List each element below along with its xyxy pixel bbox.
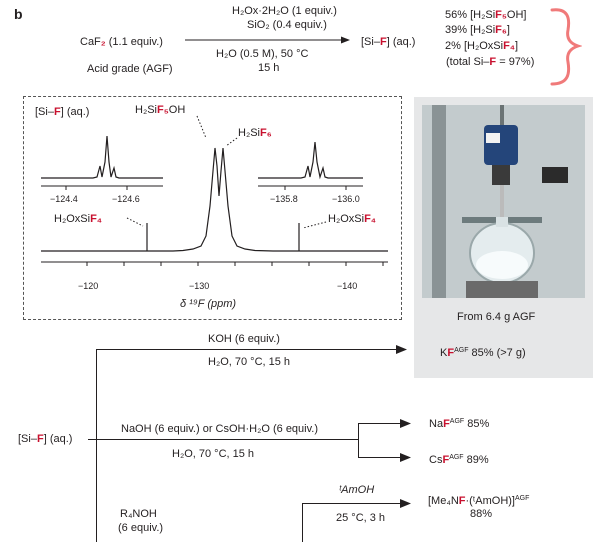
inset-right-tick-2: −136.0 xyxy=(332,194,360,204)
panel-label: b xyxy=(14,6,23,22)
nmr-label-sif: [Si–F] (aq.) xyxy=(35,106,90,118)
composition-h2oxsif4: 2% [H₂OxSiF₄] xyxy=(445,40,519,52)
nmr-label-h2oxsif4-left: H₂OxSiF₄ xyxy=(54,213,103,225)
naoh-csoh-reagent: NaOH (6 equiv.) or CsOH·H₂O (6 equiv.) xyxy=(121,423,319,435)
composition-h2sif5oh: 56% [H₂SiF₅OH] xyxy=(445,9,527,21)
nmr-spectrum xyxy=(41,115,388,266)
naf-arrow-line xyxy=(358,423,402,424)
starting-material-note: Acid grade (AGF) xyxy=(87,63,173,75)
conditions-time: 15 h xyxy=(258,62,280,74)
naoh-conditions: H₂O, 70 °C, 15 h xyxy=(172,448,255,460)
kf-product: KFAGF 85% (>7 g) xyxy=(440,347,526,359)
csf-arrow-line xyxy=(358,457,402,458)
r4noh-equiv: (6 equiv.) xyxy=(118,522,164,534)
nmr-spectrum-box xyxy=(23,96,402,320)
reagent-oxalic-acid: H₂Ox·2H₂O (1 equiv.) xyxy=(232,5,337,17)
reactor-illustration xyxy=(422,105,585,298)
branch-trunk-lower xyxy=(96,439,97,542)
nmr-label-h2oxsif4-right: H₂OxSiF₄ xyxy=(328,213,377,225)
r4noh-conditions: 25 °C, 3 h xyxy=(336,512,386,524)
koh-reagent: KOH (6 equiv.) xyxy=(208,333,280,345)
koh-conditions: H₂O, 70 °C, 15 h xyxy=(208,356,291,368)
nmr-label-h2sif6: H₂SiF₆ xyxy=(238,127,272,139)
tamoh-reagent: ᵗAmOH xyxy=(339,484,375,496)
photo-caption: From 6.4 g AGF xyxy=(457,311,536,323)
axis-tick-120: −120 xyxy=(78,281,99,291)
si-f-start: [Si–F] (aq.) xyxy=(18,433,73,445)
me4nf-yield: 88% xyxy=(470,508,493,520)
conditions-solvent: H₂O (0.5 M), 50 °C xyxy=(216,48,309,60)
reaction-arrow-top xyxy=(185,36,350,44)
reagent-silica: SiO₂ (0.4 equiv.) xyxy=(247,19,327,31)
koh-arrowhead xyxy=(396,345,407,354)
product-si-f: [Si–F] (aq.) xyxy=(361,36,416,48)
axis-tick-130: −130 xyxy=(189,281,210,291)
tamoh-arrow-line xyxy=(302,503,402,504)
naf-arrowhead xyxy=(400,419,411,428)
nmr-label-h2sif5oh: H₂SiF₅OH xyxy=(135,104,186,116)
naoh-main-line xyxy=(96,439,358,440)
tamoh-arrowhead xyxy=(400,499,411,508)
r4noh-branch-line xyxy=(302,503,303,542)
r4noh-reagent: R₄NOH xyxy=(120,508,157,520)
starting-material: CaF₂ (1.1 equiv.) xyxy=(80,36,163,48)
axis-tick-140: −140 xyxy=(337,281,358,291)
inset-right-tick-1: −135.8 xyxy=(270,194,298,204)
inset-left-tick-2: −124.6 xyxy=(112,194,140,204)
me4nf-product: [Me₄NF·(ᵗAmOH)]AGF xyxy=(428,495,530,507)
koh-arrow-line xyxy=(96,349,399,350)
composition-total: (total Si–F = 97%) xyxy=(446,56,535,68)
axis-label: δ ¹⁹F (ppm) xyxy=(180,298,237,310)
naoh-split-line xyxy=(358,423,359,457)
branch-trunk-upper xyxy=(96,349,97,460)
highlight-brace xyxy=(550,8,582,86)
photo-panel xyxy=(414,97,593,378)
reactor-photo xyxy=(422,105,585,298)
start-connector xyxy=(88,439,96,440)
csf-product: CsFAGF 89% xyxy=(429,454,489,466)
inset-left-tick-1: −124.4 xyxy=(50,194,78,204)
csf-arrowhead xyxy=(400,453,411,462)
naf-product: NaFAGF 85% xyxy=(429,418,490,430)
composition-h2sif6: 39% [H₂SiF₆] xyxy=(445,24,510,36)
